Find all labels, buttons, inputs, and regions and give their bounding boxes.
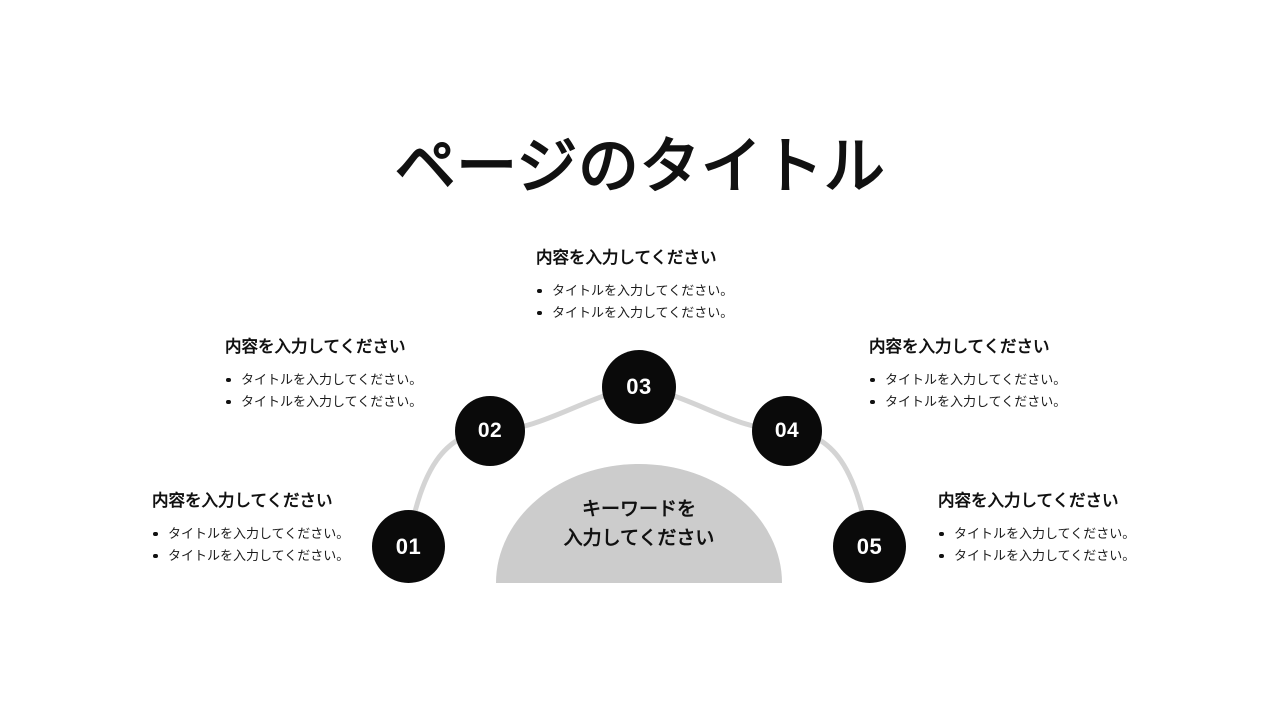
bullet-text: タイトルを入力してください。 [241,371,423,387]
bullet-text: タイトルを入力してください。 [168,547,350,563]
step-circle-03[interactable]: 03 [602,350,676,424]
step-number-05: 05 [856,533,883,559]
step-info-01: 内容を入力してください タイトルを入力してください。 タイトルを入力してください… [152,492,358,567]
bullet-text: タイトルを入力してください。 [168,525,350,541]
step-number-04: 04 [774,419,800,442]
page-title: ページのタイトル [394,132,886,200]
list-item: タイトルを入力してください。 [225,391,431,413]
bullet-text: タイトルを入力してください。 [241,393,423,409]
bullet-dot-icon [870,399,875,405]
step-heading-01: 内容を入力してください [152,492,333,510]
bullet-dot-icon [870,377,875,383]
bullet-dot-icon [537,310,542,316]
step-bullets-01: タイトルを入力してください。 タイトルを入力してください。 [152,523,358,567]
step-heading-02: 内容を入力してください [225,338,406,356]
bullet-text: タイトルを入力してください。 [552,304,734,320]
step-heading-03: 内容を入力してください [536,249,717,267]
step-circle-04[interactable]: 04 [752,396,822,466]
list-item: タイトルを入力してください。 [152,545,358,567]
keyword-dome-shape [496,464,782,583]
list-item: タイトルを入力してください。 [938,545,1144,567]
step-info-02: 内容を入力してください タイトルを入力してください。 タイトルを入力してください… [225,338,431,413]
step-number-01: 01 [395,533,422,559]
bullet-dot-icon [939,531,944,537]
list-item: タイトルを入力してください。 [152,523,358,545]
bullet-text: タイトルを入力してください。 [552,282,734,298]
step-bullets-04: タイトルを入力してください。 タイトルを入力してください。 [869,369,1075,413]
list-item: タイトルを入力してください。 [869,391,1075,413]
step-info-04: 内容を入力してください タイトルを入力してください。 タイトルを入力してください… [869,338,1075,413]
step-bullets-05: タイトルを入力してください。 タイトルを入力してください。 [938,523,1144,567]
list-item: タイトルを入力してください。 [869,369,1075,391]
step-number-02: 02 [477,419,503,442]
bullet-text: タイトルを入力してください。 [885,371,1067,387]
list-item: タイトルを入力してください。 [536,302,742,324]
step-circle-01[interactable]: 01 [372,510,445,583]
step-circle-02[interactable]: 02 [455,396,525,466]
list-item: タイトルを入力してください。 [536,280,742,302]
step-bullets-02: タイトルを入力してください。 タイトルを入力してください。 [225,369,431,413]
bullet-text: タイトルを入力してください。 [954,525,1136,541]
list-item: タイトルを入力してください。 [225,369,431,391]
bullet-text: タイトルを入力してください。 [885,393,1067,409]
bullet-dot-icon [939,553,944,559]
bullet-dot-icon [226,377,231,383]
bullet-dot-icon [153,553,158,559]
bullet-dot-icon [153,531,158,537]
bullet-dot-icon [226,399,231,405]
bullet-text: タイトルを入力してください。 [954,547,1136,563]
step-heading-05: 内容を入力してください [938,492,1119,510]
step-info-03: 内容を入力してください タイトルを入力してください。 タイトルを入力してください… [536,249,742,324]
keyword-dome-label: キーワードを 入力してください [563,499,715,549]
list-item: タイトルを入力してください。 [938,523,1144,545]
step-heading-04: 内容を入力してください [869,338,1050,356]
step-bullets-03: タイトルを入力してください。 タイトルを入力してください。 [536,280,742,324]
step-number-03: 03 [626,374,652,399]
bullet-dot-icon [537,288,542,294]
step-info-05: 内容を入力してください タイトルを入力してください。 タイトルを入力してください… [938,492,1144,567]
step-circle-05[interactable]: 05 [833,510,906,583]
